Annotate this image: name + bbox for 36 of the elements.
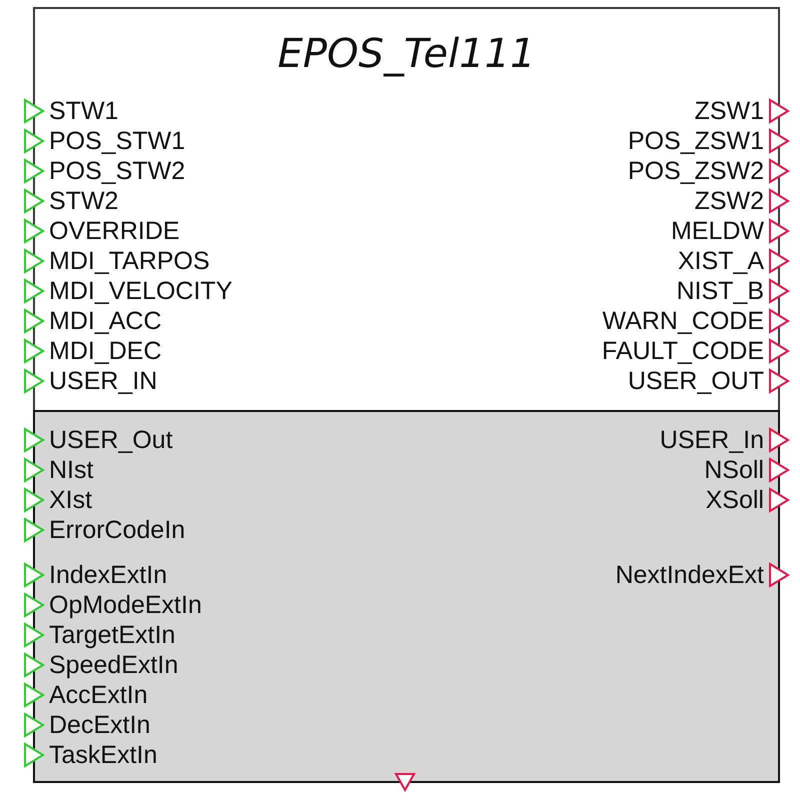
pin-label: MDI_DEC xyxy=(49,336,162,366)
pin-label: OVERRIDE xyxy=(49,216,180,246)
pin-label: POS_STW2 xyxy=(49,156,186,186)
pin-label: MELDW xyxy=(670,216,764,246)
pin-label: AccExtIn xyxy=(49,680,148,710)
pin-label: POS_ZSW2 xyxy=(628,156,764,186)
pin-label: ZSW1 xyxy=(694,96,764,126)
pin-label: USER_IN xyxy=(49,366,158,396)
pin-label: MDI_ACC xyxy=(49,306,162,336)
block-title: EPOS_Tel111 xyxy=(278,30,536,79)
pin-label: NIST_B xyxy=(676,276,764,306)
pin-label: USER_In xyxy=(660,425,764,455)
pin-label: SpeedExtIn xyxy=(49,650,178,680)
pin-label: TaskExtIn xyxy=(49,740,158,770)
pin-label: TargetExtIn xyxy=(49,620,176,650)
pin-label: MDI_VELOCITY xyxy=(49,276,232,306)
pin-label: XIst xyxy=(49,485,92,515)
pin-label: USER_OUT xyxy=(628,366,764,396)
pin-label: STW1 xyxy=(49,96,118,126)
pin-label: OpModeExtIn xyxy=(49,590,202,620)
pin-label: ErrorCodeIn xyxy=(49,515,186,545)
pin-label: NextIndexExt xyxy=(615,560,764,590)
pin-label: IndexExtIn xyxy=(49,560,168,590)
pin-label: FAULT_CODE xyxy=(602,336,764,366)
pin-label: XIST_A xyxy=(678,246,764,276)
pin-label: XSoll xyxy=(706,485,764,515)
pin-label: WARN_CODE xyxy=(602,306,764,336)
pin-label: NIst xyxy=(49,455,94,485)
pin-label: MDI_TARPOS xyxy=(49,246,210,276)
pin-label: ZSW2 xyxy=(694,186,764,216)
pin-label: STW2 xyxy=(49,186,118,216)
pin-label: POS_ZSW1 xyxy=(628,126,764,156)
pin-label: NSoll xyxy=(704,455,764,485)
pin-label: POS_STW1 xyxy=(49,126,186,156)
pin-label: USER_Out xyxy=(49,425,173,455)
pin-label: DecExtIn xyxy=(49,710,150,740)
